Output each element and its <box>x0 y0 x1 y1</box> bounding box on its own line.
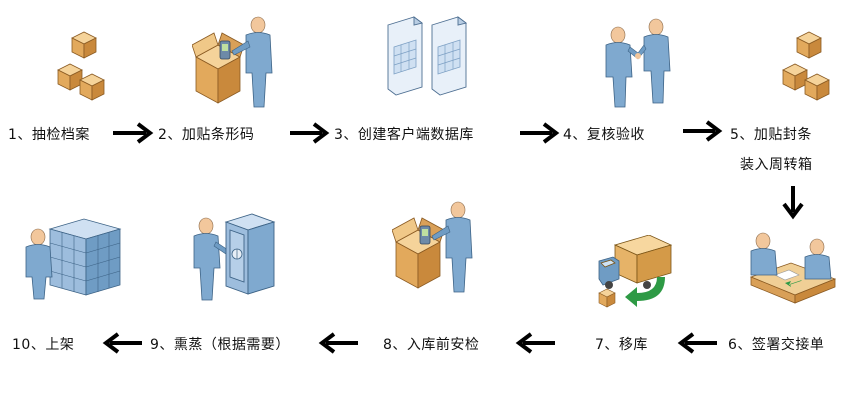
arrow-left <box>102 332 142 354</box>
step-7-label: 7、移库 <box>595 337 648 353</box>
step-2-label: 2、加贴条形码 <box>158 127 255 143</box>
handshake-icon <box>598 15 678 110</box>
step-5-label-line2: 装入周转箱 <box>740 157 813 173</box>
step-5-label: 5、加贴封条 <box>730 127 812 143</box>
arrow-right <box>290 122 330 144</box>
step-9-label: 9、熏蒸（根据需要） <box>150 337 290 353</box>
arrow-left <box>515 332 555 354</box>
step-3-label: 3、创建客户端数据库 <box>334 127 474 143</box>
step-4-label: 4、复核验收 <box>563 127 645 143</box>
step-6-label: 6、签署交接单 <box>728 337 825 353</box>
step-10-label: 10、上架 <box>12 337 75 353</box>
step-1-label: 1、抽检档案 <box>8 127 90 143</box>
desk-meeting-icon <box>745 225 840 310</box>
person-box-scanner-icon <box>392 200 482 295</box>
person-server-racks-icon <box>22 215 122 300</box>
delivery-truck-icon <box>595 235 675 310</box>
boxes-icon <box>775 30 835 110</box>
arrow-down <box>782 186 804 220</box>
spreadsheet-documents-icon <box>382 15 477 105</box>
arrow-right <box>113 122 154 144</box>
person-box-scanner-icon <box>192 15 282 110</box>
arrow-right <box>683 120 723 142</box>
arrow-left <box>677 332 717 354</box>
boxes-icon <box>50 30 110 110</box>
step-8-label: 8、入库前安检 <box>383 337 480 353</box>
person-safe-icon <box>190 208 280 303</box>
arrow-right <box>520 122 560 144</box>
arrow-left <box>318 332 358 354</box>
